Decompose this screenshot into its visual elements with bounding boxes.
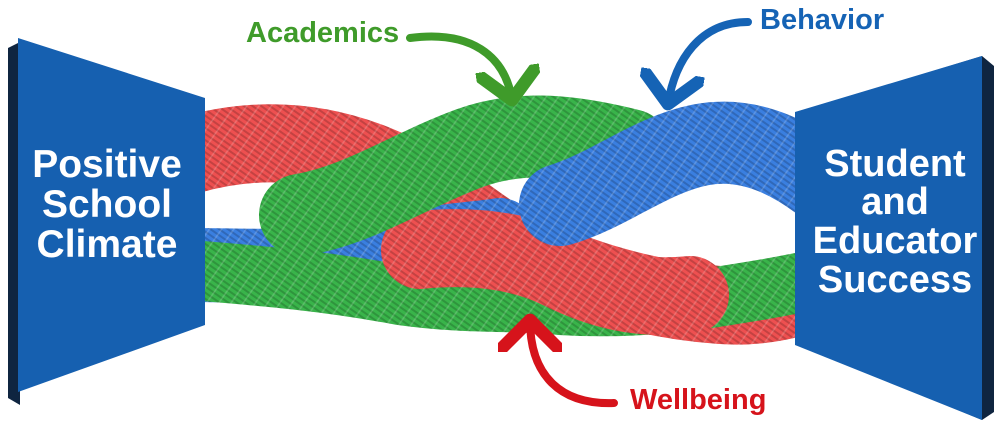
right-block xyxy=(795,56,994,420)
wellbeing-arrow xyxy=(530,320,618,408)
right-line-2: and xyxy=(861,181,929,224)
left-block xyxy=(8,38,205,405)
left-line-3: Climate xyxy=(36,222,178,266)
right-line-1: Student xyxy=(824,142,966,185)
right-line-4: Success xyxy=(817,258,973,301)
wellbeing-label: Wellbeing xyxy=(630,384,767,416)
braided-rope xyxy=(151,95,861,345)
left-block-side xyxy=(8,42,20,405)
strand-blue-front-texture xyxy=(519,101,861,246)
academics-label: Academics xyxy=(246,17,400,49)
strand-red-front-texture xyxy=(381,209,729,336)
right-block-label: Student and Educator Success xyxy=(800,112,990,332)
academics-arrow xyxy=(406,32,512,100)
left-line-2: School xyxy=(41,183,172,227)
strand-green-front-texture xyxy=(259,95,671,256)
left-block-label: Positive School Climate xyxy=(12,120,202,290)
behavior-arrow xyxy=(668,18,752,104)
behavior-label: Behavior xyxy=(760,4,885,36)
right-line-3: Educator xyxy=(812,220,978,262)
left-block-face xyxy=(18,38,205,392)
left-line-1: Positive xyxy=(32,143,182,187)
right-block-face xyxy=(795,56,982,420)
